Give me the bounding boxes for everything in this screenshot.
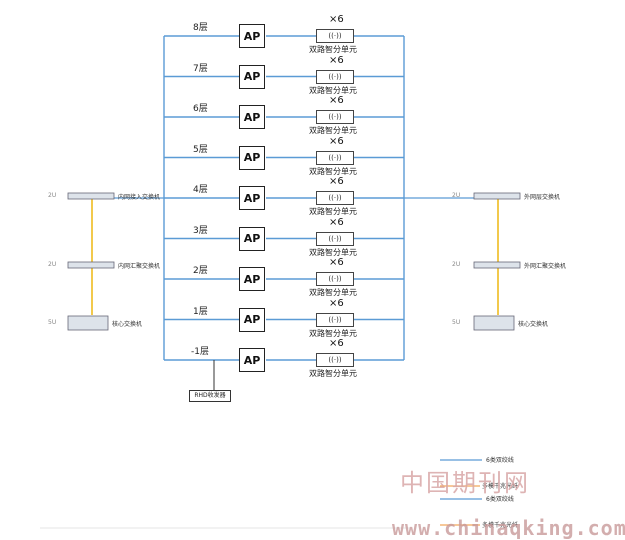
right-u-label: 2U [452,192,461,199]
rhd-transceiver-box: RHD收发器 [189,390,231,402]
smart-unit-label: 双路智分单元 [309,288,357,297]
left-switch-label: 内网汇聚交换机 [118,263,161,270]
multiplier-label: ×6 [329,216,344,228]
left-u-label: 2U [48,192,57,199]
multiplier-label: ×6 [329,176,344,187]
ap-box: AP [239,226,265,251]
legend-label-fiber-1: 多模千兆光纤 [482,483,519,490]
legend-label-cat6-1: 6类双绞线 [486,457,514,464]
wifi-signal-icon: ((·)) [328,194,342,202]
smart-unit-box: ((·)) [316,312,354,327]
wifi-signal-icon: ((·)) [328,356,342,364]
legend-label-cat6-2: 6类双绞线 [486,496,514,503]
floor-label: 6层 [193,104,208,114]
smart-unit-label: 双路智分单元 [309,247,357,257]
ap-box: AP [239,64,265,89]
floor-label: -1层 [191,347,209,357]
left-u-label: 5U [48,319,57,326]
floor-label: 4层 [193,185,208,195]
floor-label: 7层 [193,63,208,74]
watermark-text-cn: 中国期刊网 [400,469,530,497]
ap-box: AP [239,24,265,48]
legend-label-fiber-2: 多模千兆光纤 [482,522,519,529]
left-switch-2 [67,315,109,331]
floor-label: 2层 [193,266,208,276]
left-switch-0 [67,192,115,200]
smart-unit-label: 双路智分单元 [309,207,357,216]
floor-label: 8层 [193,23,208,33]
smart-unit-box: ((·)) [316,150,354,165]
left-switch-1 [67,261,115,269]
left-switch-label: 内网接入交换机 [118,194,161,201]
ap-box: AP [239,267,265,291]
wifi-signal-icon: ((·)) [328,72,342,81]
wifi-signal-icon: ((·)) [328,153,342,162]
smart-unit-label: 双路智分单元 [309,126,357,135]
multiplier-label: ×6 [329,135,344,147]
wifi-signal-icon: ((·)) [328,275,342,283]
smart-unit-label: 双路智分单元 [309,166,357,176]
smart-unit-label: 双路智分单元 [309,85,357,95]
smart-unit-label: 双路智分单元 [309,45,357,54]
right-switch-label: 外网汇聚交换机 [524,263,567,270]
right-switch-0 [473,192,521,200]
watermark-url: www.chinaqking.com [392,516,625,540]
smart-unit-box: ((·)) [316,353,354,367]
wifi-signal-icon: ((·)) [328,315,342,324]
wifi-signal-icon: ((·)) [328,234,342,243]
multiplier-label: ×6 [329,54,344,66]
multiplier-label: ×6 [329,257,344,268]
smart-unit-box: ((·)) [316,191,354,205]
ap-box: AP [239,307,265,332]
multiplier-label: ×6 [329,297,344,309]
right-u-label: 5U [452,319,461,326]
smart-unit-box: ((·)) [316,69,354,84]
ap-box: AP [239,348,265,372]
ap-box: AP [239,145,265,170]
multiplier-label: ×6 [329,14,344,25]
multiplier-label: ×6 [329,338,344,349]
right-u-label: 2U [452,261,461,268]
floor-label: 3层 [193,225,208,236]
right-switch-label: 核心交换机 [518,321,549,328]
smart-unit-box: ((·)) [316,29,354,43]
right-switch-label: 外网层交换机 [524,194,561,201]
left-switch-label: 核心交换机 [112,321,143,328]
wifi-signal-icon: ((·)) [328,113,342,121]
floor-label: 5层 [193,144,208,155]
right-switch-2 [473,315,515,331]
left-u-label: 2U [48,261,57,268]
floor-label: 1层 [193,306,208,317]
smart-unit-box: ((·)) [316,110,354,124]
right-switch-1 [473,261,521,269]
ap-box: AP [239,186,265,210]
smart-unit-label: 双路智分单元 [309,369,357,378]
ap-box: AP [239,105,265,129]
smart-unit-box: ((·)) [316,231,354,246]
smart-unit-label: 双路智分单元 [309,328,357,338]
smart-unit-box: ((·)) [316,272,354,286]
multiplier-label: ×6 [329,95,344,106]
wifi-signal-icon: ((·)) [328,32,342,40]
